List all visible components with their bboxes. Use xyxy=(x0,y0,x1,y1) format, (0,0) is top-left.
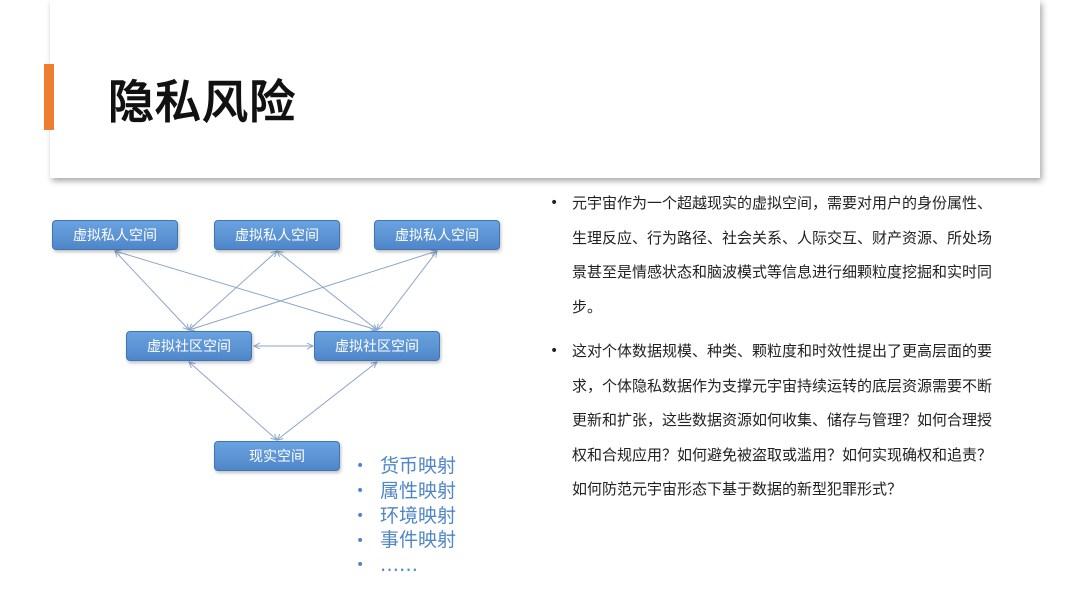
connector-vp2-vc1 xyxy=(189,251,277,330)
bullet-dot-icon: • xyxy=(356,458,365,475)
mapping-item: • 属性映射 xyxy=(356,479,456,504)
mapping-item: • …… xyxy=(356,553,456,578)
body-bullet-item: • 元宇宙作为一个超越现实的虚拟空间，需要对用户的身份属性、生理反应、行为路径、… xyxy=(546,186,996,324)
connector-vp1-vc1 xyxy=(115,251,189,330)
mapping-label: 环境映射 xyxy=(380,504,457,527)
node-real-space: 现实空间 xyxy=(214,441,340,471)
body-bullet-text: 元宇宙作为一个超越现实的虚拟空间，需要对用户的身份属性、生理反应、行为路径、社会… xyxy=(572,194,993,316)
mapping-item: • 货币映射 xyxy=(356,454,456,479)
node-virtual-private-space-1: 虚拟私人空间 xyxy=(52,220,178,250)
bullet-dot-icon: • xyxy=(356,507,365,524)
mapping-label: 属性映射 xyxy=(380,479,457,502)
slide-title: 隐私风险 xyxy=(108,75,296,129)
mapping-label: 货币映射 xyxy=(380,455,457,477)
connector-vp1-vc2 xyxy=(115,251,377,330)
bullet-dot-icon: • xyxy=(356,532,365,549)
body-bullet-item: • 这对个体数据规模、种类、颗粒度和时效性提出了更高层面的要求，个体隐私数据作为… xyxy=(546,334,996,507)
mapping-list: • 货币映射 • 属性映射 • 环境映射 • 事件映射 • …… xyxy=(356,454,456,578)
title-band xyxy=(50,0,1040,178)
bullet-dot-icon: • xyxy=(550,195,559,211)
bullet-dot-icon: • xyxy=(356,483,365,499)
node-virtual-community-space-2: 虚拟社区空间 xyxy=(314,331,440,361)
node-virtual-community-space-1: 虚拟社区空间 xyxy=(126,331,252,361)
connector-vc2-real xyxy=(277,362,377,440)
connector-vp3-vc2 xyxy=(377,251,437,330)
connector-vp3-vc1 xyxy=(189,251,437,330)
title-accent-bar xyxy=(44,64,54,130)
body-bullets: • 元宇宙作为一个超越现实的虚拟空间，需要对用户的身份属性、生理反应、行为路径、… xyxy=(546,186,996,517)
node-virtual-private-space-3: 虚拟私人空间 xyxy=(374,220,500,250)
mapping-item: • 环境映射 xyxy=(356,504,456,529)
mapping-label: …… xyxy=(380,554,418,576)
bullet-dot-icon: • xyxy=(356,557,365,574)
mapping-label: 事件映射 xyxy=(380,529,457,552)
node-virtual-private-space-2: 虚拟私人空间 xyxy=(214,220,340,250)
bullet-dot-icon: • xyxy=(550,343,559,359)
body-bullet-text: 这对个体数据规模、种类、颗粒度和时效性提出了更高层面的要求，个体隐私数据作为支撑… xyxy=(572,342,993,498)
connector-vc1-real xyxy=(189,362,277,440)
connector-vp2-vc2 xyxy=(277,251,377,330)
mapping-item: • 事件映射 xyxy=(356,528,456,553)
